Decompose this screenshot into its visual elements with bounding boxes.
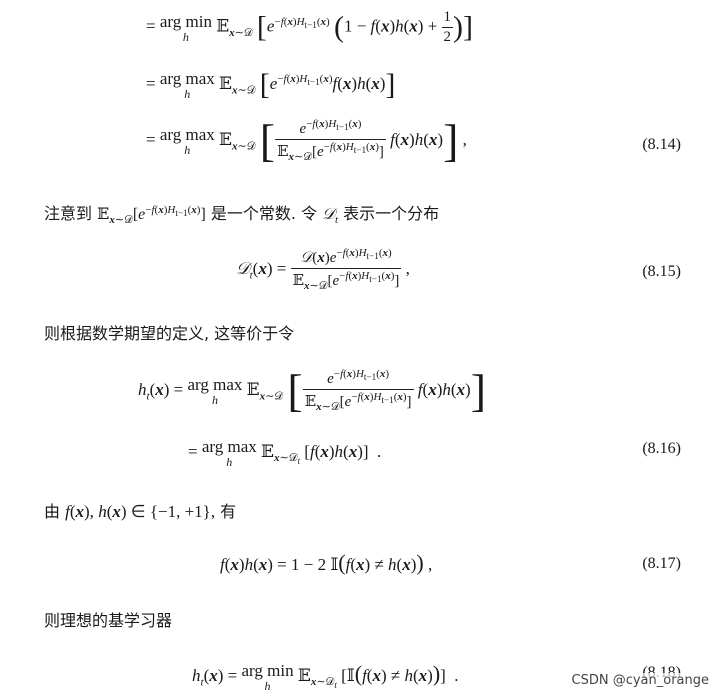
equation-number-8-16: (8.16) (642, 440, 681, 457)
equation-number-8-15: (8.15) (642, 263, 681, 280)
para1-tail: 表示一个分布 (343, 204, 440, 223)
csdn-watermark: CSDN @cyan_orange (571, 673, 709, 688)
para1-rest: 是一个常数. 令 (210, 204, 318, 223)
para3-lead: 由 (44, 502, 61, 521)
paragraph-ideal-learner: 则理想的基学习器 (44, 611, 173, 630)
paragraph-equivalence: 则根据数学期望的定义, 这等价于令 (44, 324, 295, 343)
paragraph-domain: 由 f(x), h(x) ∈ {−1, +1}, 有 (44, 502, 237, 521)
para1-lead: 注意到 (44, 204, 93, 223)
para3-tail: 有 (220, 502, 237, 521)
equation-number-8-14: (8.14) (642, 136, 681, 153)
equation-number-8-17: (8.17) (642, 555, 681, 572)
paragraph-constant-note: 注意到 𝔼x∼𝒟[e−f(x)Ht−1(x)] 是一个常数. 令 𝒟t 表示一个… (44, 203, 440, 227)
eq-8-17: f(x)h(x) = 1 − 2 𝕀(f(x) ≠ h(x)) , (220, 550, 433, 575)
eq-8-15: 𝒟t(x) = 𝒟(x)e−f(x)Ht−1(x)𝔼x∼𝒟[e−f(x)Ht−1… (236, 247, 410, 292)
